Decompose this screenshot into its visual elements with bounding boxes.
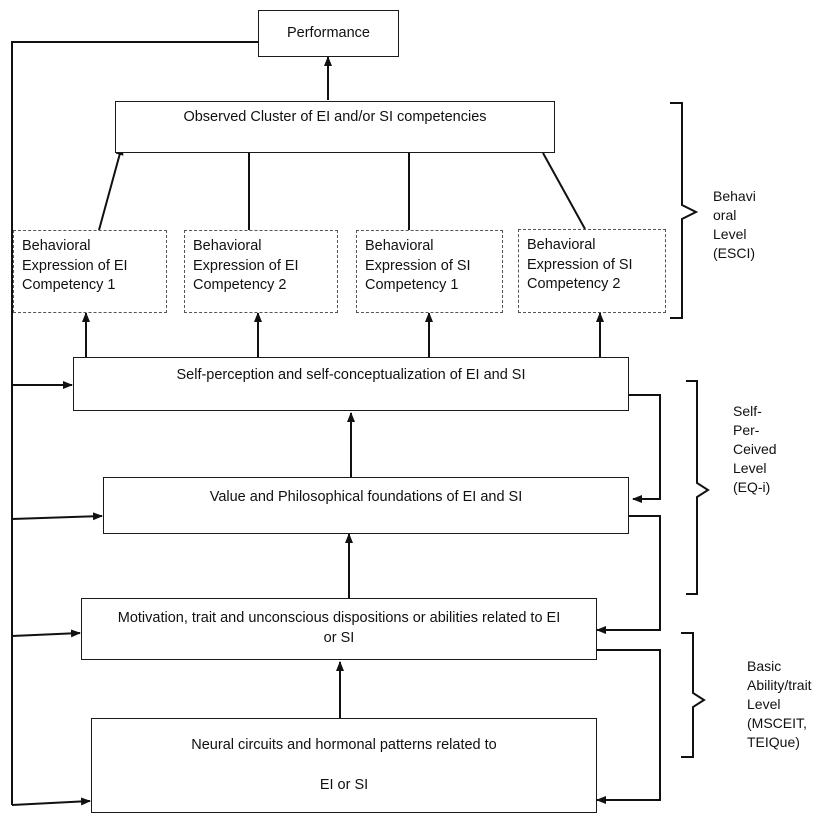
be-ei2-line-2: Expression of EI bbox=[193, 257, 299, 274]
feedback-sp-to-value bbox=[629, 394, 661, 503]
self-perceived-line-5: (EQ-i) bbox=[733, 478, 771, 495]
motivation-box: Motivation, trait and unconscious dispos… bbox=[81, 598, 597, 660]
self-perceived-line-2: Per- bbox=[733, 421, 760, 438]
performance-box: Performance bbox=[258, 10, 399, 57]
arrow-be-ei1-to-cluster bbox=[98, 145, 124, 231]
bracket-behavioral bbox=[670, 102, 699, 319]
self-perceived-line-3: Ceived bbox=[733, 440, 777, 457]
be-si2-line-3: Competency 2 bbox=[527, 276, 621, 293]
be-si2-line-1: Behavioral bbox=[527, 237, 596, 253]
feedback-value-to-motivation bbox=[596, 515, 661, 634]
be-ei-competency-2-box: Behavioral Expression of EI Competency 2 bbox=[184, 230, 338, 313]
observed-cluster-label: Observed Cluster of EI and/or SI compete… bbox=[183, 109, 487, 125]
basic-level-line-5: TEIQue) bbox=[747, 733, 800, 750]
be-si2-line-2: Expression of SI bbox=[527, 256, 633, 273]
value-foundations-box: Value and Philosophical foundations of E… bbox=[103, 477, 629, 534]
feedback-line-top bbox=[11, 41, 258, 805]
be-ei1-line-3: Competency 1 bbox=[22, 277, 116, 294]
behavioral-level-label: Behavi oral Level (ESCI) bbox=[713, 187, 756, 263]
arrow-to-neural bbox=[11, 797, 91, 806]
self-perception-box: Self-perception and self-conceptualizati… bbox=[73, 357, 629, 411]
bracket-self-perceived bbox=[686, 380, 710, 595]
arrow-to-value-foundations bbox=[11, 512, 103, 521]
neural-line-1: Neural circuits and hormonal patterns re… bbox=[191, 736, 497, 753]
be-ei2-line-1: Behavioral bbox=[193, 238, 262, 254]
observed-cluster-box: Observed Cluster of EI and/or SI compete… bbox=[115, 101, 555, 153]
be-si1-line-3: Competency 1 bbox=[365, 277, 459, 294]
basic-level-line-4: (MSCEIT, bbox=[747, 714, 807, 731]
performance-label: Performance bbox=[286, 24, 370, 41]
be-si1-line-2: Expression of SI bbox=[365, 257, 471, 274]
motivation-line-1: Motivation, trait and unconscious dispos… bbox=[117, 610, 561, 627]
basic-level-label: Basic Ability/trait Level (MSCEIT, TEIQu… bbox=[747, 657, 812, 751]
basic-level-line-1: Basic bbox=[747, 658, 782, 674]
behavioral-level-line-1: Behavi bbox=[713, 188, 756, 204]
value-foundations-label: Value and Philosophical foundations of E… bbox=[209, 489, 523, 505]
basic-level-line-3: Level bbox=[747, 695, 781, 712]
feedback-motivation-to-neural bbox=[596, 649, 661, 804]
basic-level-line-2: Ability/trait bbox=[747, 676, 812, 693]
be-ei2-line-3: Competency 2 bbox=[193, 277, 287, 294]
be-si1-line-1: Behavioral bbox=[365, 238, 434, 254]
motivation-line-2: or SI bbox=[323, 630, 355, 646]
behavioral-level-line-2: oral bbox=[713, 206, 737, 223]
self-perceived-level-label: Self- Per- Ceived Level (EQ-i) bbox=[733, 402, 777, 496]
self-perceived-line-4: Level bbox=[733, 459, 767, 476]
neural-box: Neural circuits and hormonal patterns re… bbox=[91, 718, 597, 813]
self-perceived-line-1: Self- bbox=[733, 403, 762, 419]
arrow-to-motivation bbox=[11, 629, 81, 638]
behavioral-level-line-3: Level bbox=[713, 225, 747, 242]
self-perception-label: Self-perception and self-conceptualizati… bbox=[176, 367, 526, 383]
behavioral-level-line-4: (ESCI) bbox=[713, 244, 755, 261]
be-ei1-line-1: Behavioral bbox=[22, 238, 91, 254]
line-be-si2-to-cluster bbox=[542, 152, 586, 230]
be-ei-competency-1-box: Behavioral Expression of EI Competency 1 bbox=[13, 230, 167, 313]
be-si-competency-2-box: Behavioral Expression of SI Competency 2 bbox=[518, 229, 666, 313]
neural-line-2: EI or SI bbox=[319, 776, 369, 793]
be-si-competency-1-box: Behavioral Expression of SI Competency 1 bbox=[356, 230, 503, 313]
bracket-basic bbox=[681, 632, 706, 758]
be-ei1-line-2: Expression of EI bbox=[22, 257, 128, 274]
